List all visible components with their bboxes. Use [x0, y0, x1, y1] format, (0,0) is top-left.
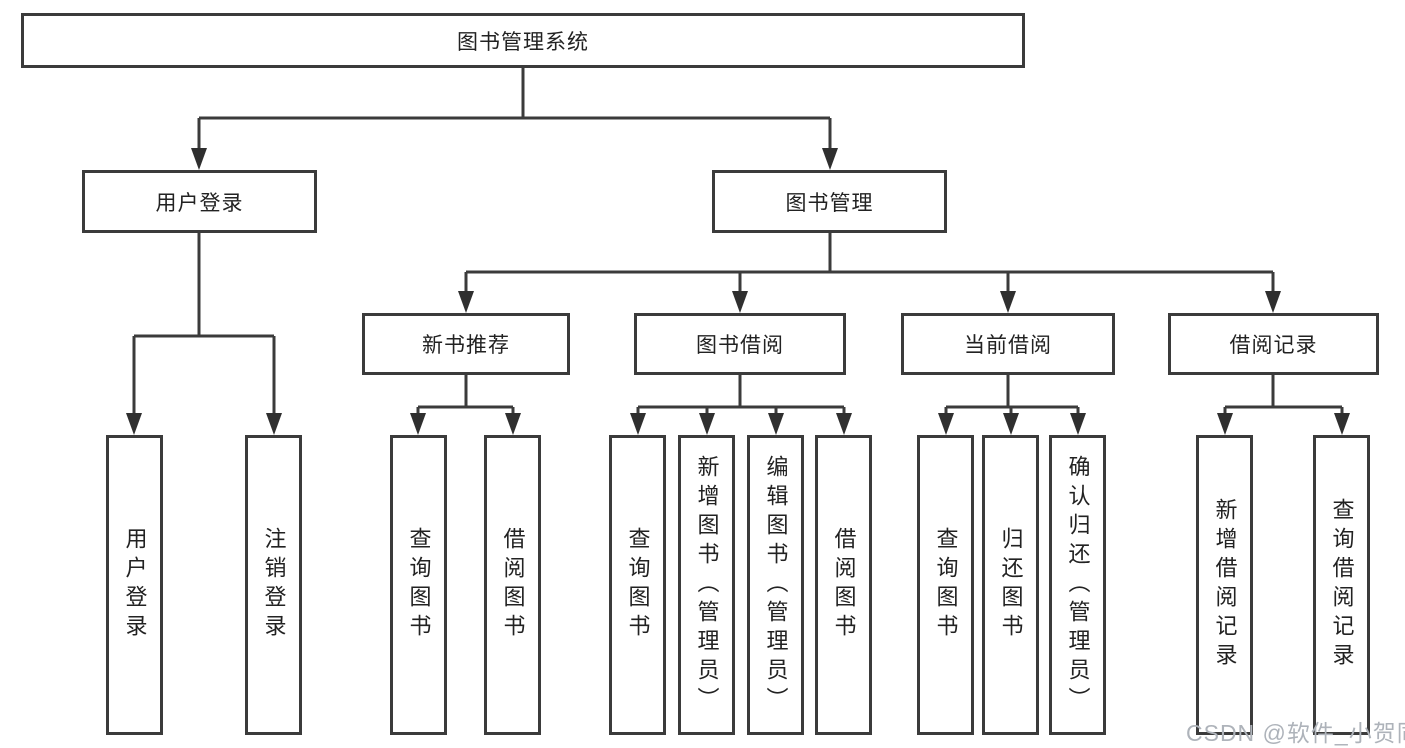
- leaf-query-books-1: 查询图书: [390, 435, 447, 735]
- watermark: CSDN @软件_小贺同学: [1186, 720, 1405, 746]
- connector-root: [197, 68, 832, 150]
- leaf-borrow-books-2: 借阅图书: [815, 435, 872, 735]
- leaf-add-books-admin: 新增图书（管理员）: [678, 435, 735, 735]
- connector-new-book: [416, 375, 515, 417]
- leaf-user-login: 用户登录: [106, 435, 163, 735]
- leaf-return-books: 归还图书: [982, 435, 1039, 735]
- connector-book-borrow: [636, 375, 846, 417]
- leaf-confirm-return-admin: 确认归还（管理员）: [1049, 435, 1106, 735]
- leaf-edit-books-admin: 编辑图书（管理员）: [747, 435, 804, 735]
- node-user-login: 用户登录: [82, 170, 317, 233]
- node-borrow-records: 借阅记录: [1168, 313, 1379, 375]
- leaf-add-borrow-record: 新增借阅记录: [1196, 435, 1253, 735]
- node-new-book-recommend: 新书推荐: [362, 313, 570, 375]
- leaf-query-borrow-record: 查询借阅记录: [1313, 435, 1370, 735]
- node-current-borrow: 当前借阅: [901, 313, 1115, 375]
- leaf-query-books-3: 查询图书: [917, 435, 974, 735]
- connector-borrow-records: [1223, 375, 1344, 417]
- connector-book-management: [464, 233, 1275, 293]
- node-book-management: 图书管理: [712, 170, 947, 233]
- leaf-query-books-2: 查询图书: [609, 435, 666, 735]
- node-root: 图书管理系统: [21, 13, 1025, 68]
- leaf-logout: 注销登录: [245, 435, 302, 735]
- node-book-borrow: 图书借阅: [634, 313, 846, 375]
- connector-user-login: [132, 233, 276, 415]
- leaf-borrow-books-1: 借阅图书: [484, 435, 541, 735]
- connector-current-borrow: [944, 375, 1080, 417]
